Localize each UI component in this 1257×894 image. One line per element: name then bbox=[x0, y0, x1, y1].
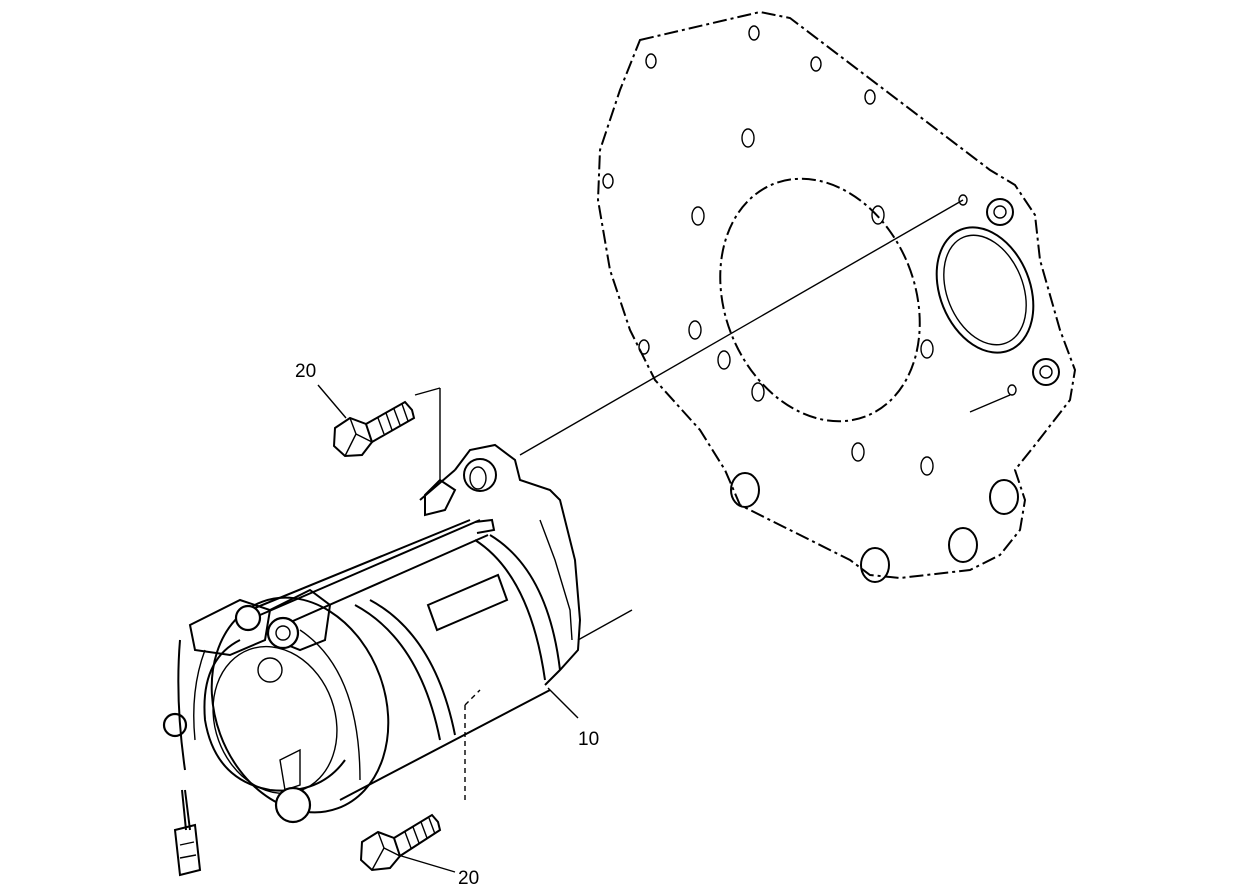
starter-motor bbox=[162, 443, 582, 877]
bolt-bottom bbox=[359, 813, 456, 873]
alignment-lines bbox=[414, 199, 964, 800]
callout-20-top: 20 bbox=[295, 361, 316, 382]
bolt-top bbox=[317, 384, 416, 458]
callout-10: 10 bbox=[578, 729, 599, 750]
callout-20-bottom: 20 bbox=[458, 868, 479, 889]
mounting-plate bbox=[596, 10, 1077, 583]
